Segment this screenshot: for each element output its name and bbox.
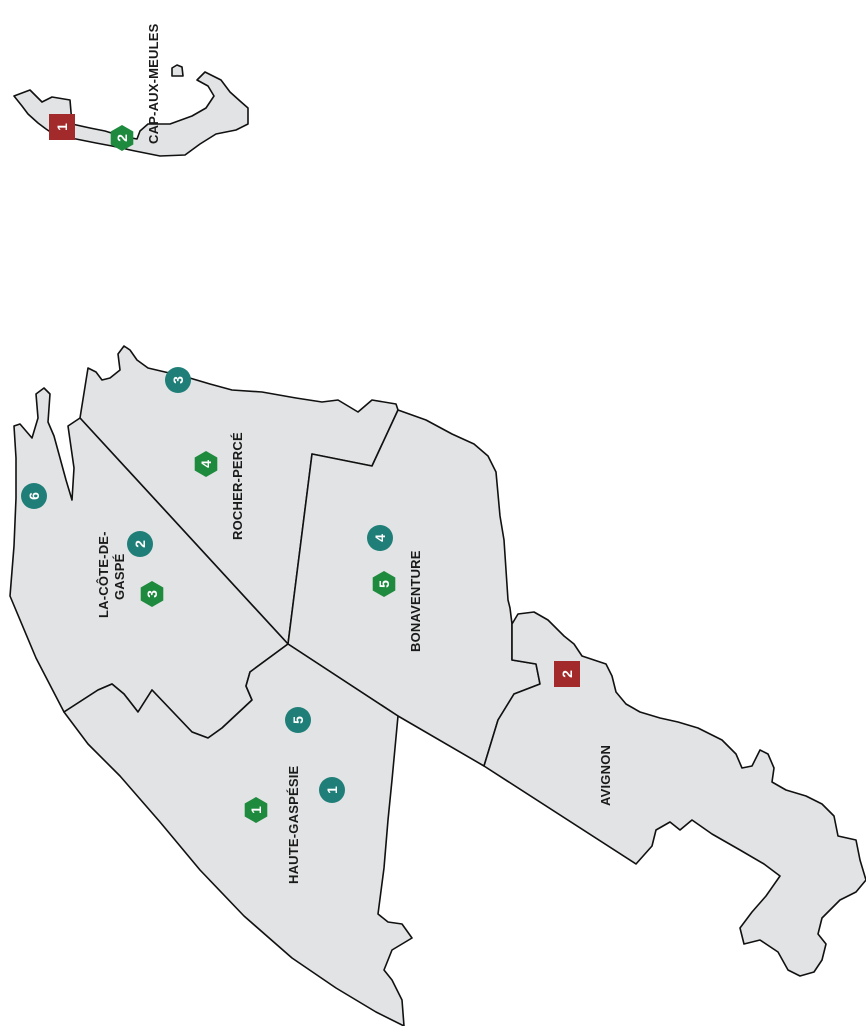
mainland bbox=[9, 345, 866, 1026]
circle-marker-shape bbox=[21, 483, 47, 509]
label-haute-gaspesie: HAUTE-GASPÉSIE bbox=[286, 765, 301, 884]
hexagon-marker-1: 1 bbox=[244, 797, 268, 823]
square-markers: 1 2 bbox=[49, 114, 580, 687]
label-bonaventure: BONAVENTURE bbox=[408, 550, 423, 652]
circle-marker-number: 3 bbox=[170, 376, 186, 384]
avignon-region bbox=[483, 611, 866, 977]
square-marker-2: 2 bbox=[554, 661, 580, 687]
circle-marker-5: 5 bbox=[285, 707, 311, 733]
circle-marker-number: 5 bbox=[290, 716, 306, 724]
circle-marker-shape bbox=[127, 531, 153, 557]
circle-marker-shape bbox=[165, 367, 191, 393]
label-la-cote-de-gaspe-line2: GASPÉ bbox=[112, 553, 127, 600]
circle-markers: 1 2 3 4 5 6 bbox=[21, 367, 393, 803]
circle-marker-number: 2 bbox=[132, 540, 148, 548]
hexagon-marker-shape bbox=[244, 797, 268, 823]
square-marker-1: 1 bbox=[49, 114, 75, 140]
circle-marker-3: 3 bbox=[165, 367, 191, 393]
hexagon-marker-shape bbox=[110, 125, 134, 151]
circle-marker-number: 6 bbox=[26, 492, 42, 500]
hexagon-marker-shape bbox=[140, 581, 164, 607]
circle-marker-shape bbox=[285, 707, 311, 733]
label-la-cote-de-gaspe-line1: LA-CÔTE-DE- bbox=[96, 531, 111, 618]
hexagon-marker-4: 4 bbox=[194, 451, 218, 477]
circle-marker-shape bbox=[319, 777, 345, 803]
hexagon-marker-5: 5 bbox=[372, 571, 396, 597]
circle-marker-shape bbox=[367, 525, 393, 551]
square-marker-shape bbox=[49, 114, 75, 140]
circle-marker-2: 2 bbox=[127, 531, 153, 557]
hexagon-marker-shape bbox=[372, 571, 396, 597]
hexagon-marker-shape bbox=[194, 451, 218, 477]
label-rocher-perce: ROCHER-PERCÉ bbox=[230, 432, 245, 540]
hexagon-marker-number: 5 bbox=[376, 580, 392, 588]
circle-marker-number: 1 bbox=[324, 786, 340, 794]
label-avignon: AVIGNON bbox=[598, 745, 613, 806]
hexagon-marker-number: 4 bbox=[198, 460, 214, 468]
hexagon-marker-2: 2 bbox=[110, 125, 134, 151]
rocher-perce-region bbox=[79, 345, 399, 645]
region-labels: CAP-AUX-MEULES ROCHER-PERCÉ LA-CÔTE-DE- … bbox=[96, 23, 613, 884]
circle-marker-4: 4 bbox=[367, 525, 393, 551]
circle-marker-number: 4 bbox=[372, 534, 388, 542]
square-marker-shape bbox=[554, 661, 580, 687]
hexagon-markers: 1 2 3 4 5 bbox=[110, 125, 396, 823]
hexagon-marker-number: 3 bbox=[144, 590, 160, 598]
islet bbox=[171, 64, 184, 77]
hexagon-marker-3: 3 bbox=[140, 581, 164, 607]
square-marker-number: 2 bbox=[559, 670, 575, 678]
hexagon-marker-number: 1 bbox=[248, 806, 264, 814]
square-marker-number: 1 bbox=[54, 123, 70, 131]
haute-gaspesie-region bbox=[63, 643, 413, 1026]
label-cap-aux-meules: CAP-AUX-MEULES bbox=[146, 23, 161, 144]
circle-marker-1: 1 bbox=[319, 777, 345, 803]
circle-marker-6: 6 bbox=[21, 483, 47, 509]
hexagon-marker-number: 2 bbox=[114, 134, 130, 142]
